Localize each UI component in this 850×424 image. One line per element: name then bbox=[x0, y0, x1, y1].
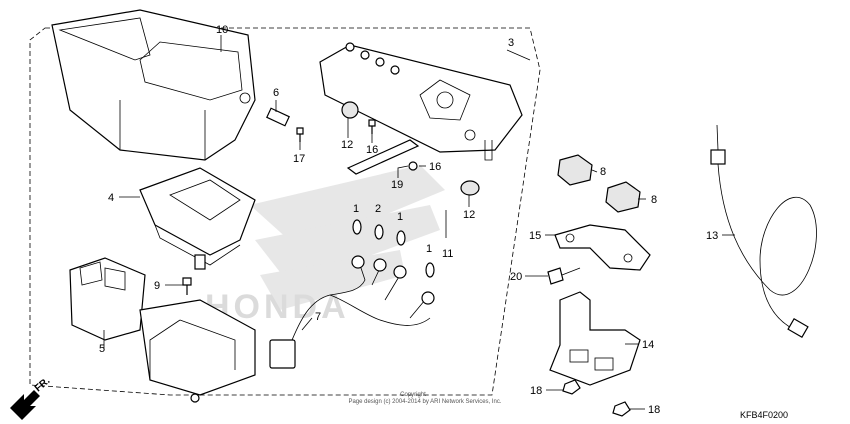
label-part-1-c: 1 bbox=[426, 243, 432, 255]
meter-panel-part-4[interactable] bbox=[139, 167, 256, 270]
label-part-12-b: 12 bbox=[463, 209, 475, 221]
label-part-12-a: 12 bbox=[341, 139, 353, 151]
copyright-line-1: Copyright bbox=[400, 392, 426, 398]
bolt-part-20[interactable] bbox=[547, 267, 581, 285]
label-part-9: 9 bbox=[154, 280, 160, 292]
stay-part-14[interactable] bbox=[549, 291, 641, 386]
label-part-7: 7 bbox=[315, 311, 321, 323]
bracket-part-15[interactable] bbox=[554, 224, 651, 271]
speedometer-cable-part-13[interactable] bbox=[710, 124, 817, 339]
honda-wing-watermark: HONDA bbox=[205, 165, 445, 326]
label-part-6: 6 bbox=[273, 87, 279, 99]
screw-part-16-b[interactable] bbox=[408, 161, 418, 171]
label-part-19: 19 bbox=[391, 179, 403, 191]
label-part-15: 15 bbox=[529, 230, 541, 242]
nut-part-18-a[interactable] bbox=[562, 379, 581, 395]
label-part-18-a: 18 bbox=[530, 385, 542, 397]
label-part-11: 11 bbox=[442, 248, 453, 260]
label-part-1-a: 1 bbox=[353, 203, 359, 215]
stay-part-19[interactable] bbox=[346, 139, 420, 175]
label-part-16-a: 16 bbox=[366, 144, 378, 156]
nut-part-18-b[interactable] bbox=[612, 401, 631, 417]
label-part-16-b: 16 bbox=[429, 161, 441, 173]
label-part-18-b: 18 bbox=[648, 404, 660, 416]
front-label: FR. bbox=[33, 375, 53, 394]
label-part-1-b: 1 bbox=[397, 211, 403, 223]
rubber-part-8-a[interactable] bbox=[557, 154, 593, 186]
wire-harness-part-7[interactable] bbox=[269, 255, 435, 369]
screw-part-17[interactable] bbox=[296, 127, 304, 142]
label-part-8-a: 8 bbox=[600, 166, 606, 178]
bulb-part-1-c[interactable] bbox=[425, 262, 435, 278]
part-labels: 10 3 6 17 12 16 19 16 12 11 4 1 2 1 1 9 … bbox=[99, 24, 718, 416]
grommet-part-12-b[interactable] bbox=[460, 180, 480, 196]
bulb-part-1-b[interactable] bbox=[396, 230, 406, 246]
assembly-outline bbox=[29, 27, 541, 396]
meter-base-part-5[interactable] bbox=[69, 257, 256, 403]
front-direction-arrow: FR. bbox=[10, 375, 52, 420]
label-part-20: 20 bbox=[510, 271, 522, 283]
label-part-4: 4 bbox=[108, 192, 114, 204]
grommet-part-12-a[interactable] bbox=[341, 101, 359, 119]
leader-lines bbox=[103, 35, 735, 410]
screw-part-9[interactable] bbox=[182, 277, 192, 295]
label-part-13: 13 bbox=[706, 230, 718, 242]
label-part-5: 5 bbox=[99, 343, 105, 355]
label-part-8-b: 8 bbox=[651, 194, 657, 206]
label-part-2: 2 bbox=[375, 203, 381, 215]
label-part-3: 3 bbox=[508, 37, 514, 49]
diagram-code: KFB4F0200 bbox=[740, 410, 788, 420]
screw-part-16-a[interactable] bbox=[368, 119, 376, 134]
copyright-line-2: Page design (c) 2004-2014 by ARI Network… bbox=[348, 399, 501, 405]
socket-part-6[interactable] bbox=[266, 107, 290, 127]
label-part-17: 17 bbox=[293, 153, 305, 165]
bulb-part-1-a[interactable] bbox=[352, 219, 362, 235]
label-part-14: 14 bbox=[642, 339, 654, 351]
meter-cover-part-10[interactable] bbox=[51, 9, 256, 161]
bulb-part-2[interactable] bbox=[374, 224, 384, 240]
label-part-10: 10 bbox=[216, 24, 228, 36]
rubber-part-8-b[interactable] bbox=[605, 181, 641, 213]
